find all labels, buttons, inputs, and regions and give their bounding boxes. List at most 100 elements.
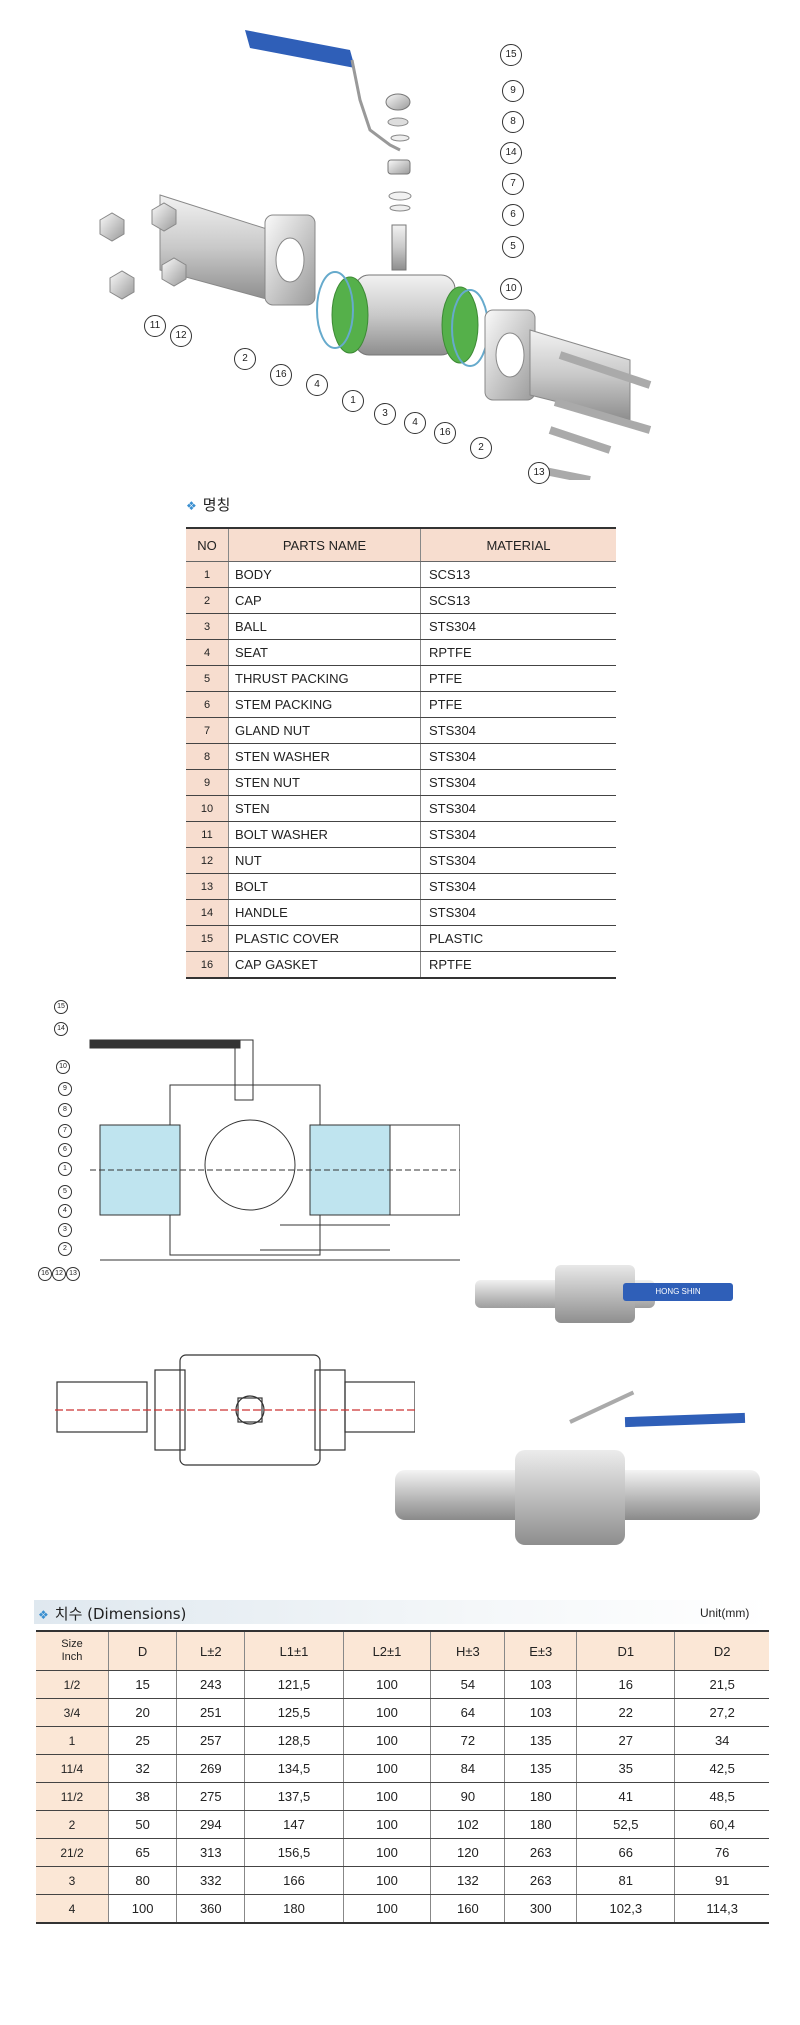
dimension-value: 263	[504, 1838, 578, 1867]
callout-16-right: 16	[434, 422, 456, 444]
part-no: 11	[186, 821, 229, 848]
part-name: BOLT WASHER	[228, 821, 421, 848]
size-cell: 2	[36, 1810, 109, 1839]
dimensions-table: Size Inch D L±2 L1±1 L2±1 H±3 E±3 D1 D2 …	[36, 1630, 769, 1924]
col-e: E±3	[504, 1630, 578, 1671]
dimension-value: 100	[343, 1754, 432, 1783]
dimension-value: 32	[108, 1754, 178, 1783]
dimension-value: 121,5	[244, 1670, 344, 1699]
dcall-7: 7	[58, 1124, 72, 1138]
dimension-value: 132	[430, 1866, 506, 1895]
callout-2-left: 2	[234, 348, 256, 370]
size-cell: 21/2	[36, 1838, 109, 1867]
product-photo-1: HONG SHIN	[475, 1255, 735, 1325]
dimension-value: 156,5	[244, 1838, 344, 1867]
part-name: BALL	[228, 613, 421, 640]
size-cell: 11/4	[36, 1754, 109, 1783]
dimension-value: 21,5	[674, 1670, 769, 1699]
callout-11: 11	[144, 315, 166, 337]
dimension-value: 332	[176, 1866, 246, 1895]
dimension-value: 120	[430, 1838, 506, 1867]
photo-handle-blue-2	[624, 1412, 746, 1428]
dimension-value: 137,5	[244, 1782, 344, 1811]
dcall-14: 14	[54, 1022, 68, 1036]
callout-4-right: 4	[404, 412, 426, 434]
unit-label: Unit(mm)	[700, 1606, 750, 1620]
dimension-value: 84	[430, 1754, 506, 1783]
part-no: 12	[186, 847, 229, 874]
dimension-value: 125,5	[244, 1698, 344, 1727]
callout-16-left: 16	[270, 364, 292, 386]
dimension-value: 27,2	[674, 1698, 769, 1727]
part-material: SCS13	[420, 561, 616, 588]
dcall-5: 5	[58, 1185, 72, 1199]
part-no: 15	[186, 925, 229, 952]
dimension-value: 103	[504, 1698, 578, 1727]
parts-table-header: NO PARTS NAME MATERIAL	[186, 527, 616, 562]
dimension-value: 180	[504, 1782, 578, 1811]
size-cell: 4	[36, 1894, 109, 1924]
part-material: STS304	[420, 795, 616, 822]
left-cap-part	[159, 194, 316, 306]
part-name: PLASTIC COVER	[228, 925, 421, 952]
dimensions-table-header: Size Inch D L±2 L1±1 L2±1 H±3 E±3 D1 D2	[36, 1630, 769, 1671]
dimension-value: 81	[576, 1866, 676, 1895]
callout-15: 15	[500, 44, 522, 66]
exploded-callouts: 15 9 8 14 7 6 5 10 11 12 2 16 4 1 3 4 16…	[0, 0, 800, 484]
part-name: NUT	[228, 847, 421, 874]
part-name: STEN	[228, 795, 421, 822]
callout-3: 3	[374, 403, 396, 425]
dimension-value: 313	[176, 1838, 246, 1867]
part-material: PLASTIC	[420, 925, 616, 952]
col-l1: L1±1	[244, 1630, 344, 1671]
dcall-9: 9	[58, 1082, 72, 1096]
part-no: 10	[186, 795, 229, 822]
side-section-drawing	[89, 1039, 460, 1261]
dcall-16: 16	[38, 1267, 52, 1281]
dimension-value: 134,5	[244, 1754, 344, 1783]
dimension-value: 60,4	[674, 1810, 769, 1839]
part-no: 3	[186, 613, 229, 640]
part-no: 14	[186, 899, 229, 926]
col-no: NO	[186, 527, 229, 562]
dimension-value: 103	[504, 1670, 578, 1699]
dimension-value: 100	[343, 1866, 432, 1895]
right-cap-part	[484, 309, 631, 421]
part-no: 13	[186, 873, 229, 900]
parts-section-title: ❖명칭	[186, 494, 230, 515]
part-no: 8	[186, 743, 229, 770]
part-name: GLAND NUT	[228, 717, 421, 744]
part-name: HANDLE	[228, 899, 421, 926]
dimension-value: 269	[176, 1754, 246, 1783]
dimension-value: 100	[343, 1698, 432, 1727]
dimension-value: 257	[176, 1726, 246, 1755]
dimension-value: 27	[576, 1726, 676, 1755]
part-name: SEAT	[228, 639, 421, 666]
part-material: STS304	[420, 847, 616, 874]
dimension-value: 15	[108, 1670, 178, 1699]
dcall-4: 4	[58, 1204, 72, 1218]
dcall-2: 2	[58, 1242, 72, 1256]
dimension-value: 54	[430, 1670, 506, 1699]
col-d2: D2	[674, 1630, 769, 1671]
part-no: 2	[186, 587, 229, 614]
dimension-value: 52,5	[576, 1810, 676, 1839]
dimension-value: 263	[504, 1866, 578, 1895]
part-no: 6	[186, 691, 229, 718]
dimension-value: 114,3	[674, 1894, 769, 1924]
dimension-value: 34	[674, 1726, 769, 1755]
callout-7: 7	[502, 173, 524, 195]
part-name: STEN WASHER	[228, 743, 421, 770]
